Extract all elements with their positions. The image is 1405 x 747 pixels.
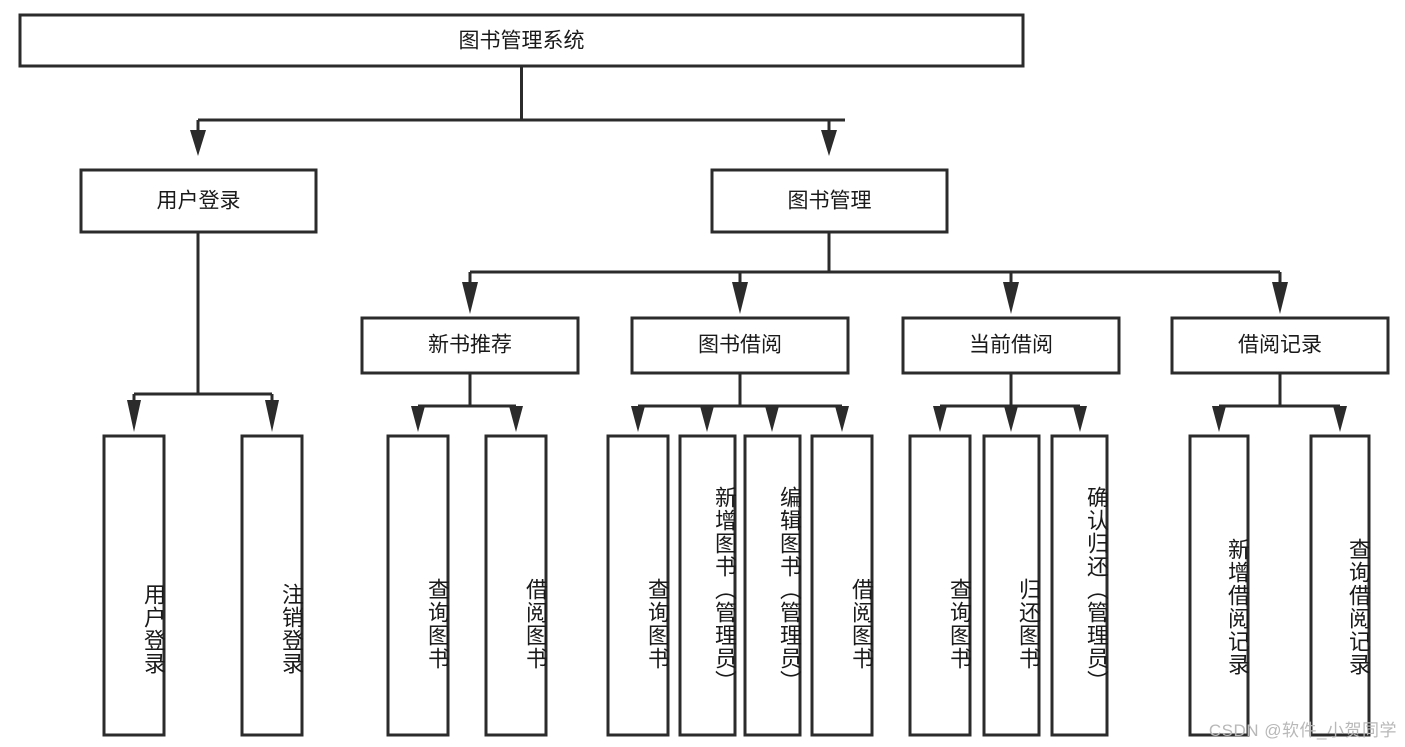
node-leaf-return-book[interactable] — [982, 434, 1041, 737]
node-new-book-recommend-label: 新书推荐 — [428, 334, 512, 357]
connector-group-user-login-to-leaves — [127, 232, 279, 432]
node-leaf-query-book-borrow[interactable] — [606, 434, 670, 737]
arrow-leaf-borrow-book-recommend — [509, 406, 523, 432]
node-leaf-query-borrow-record[interactable] — [1309, 434, 1371, 737]
node-leaf-user-login[interactable] — [102, 434, 166, 737]
node-book-management-label: 图书管理 — [788, 190, 872, 213]
connector-group-book-borrow-to-leaves — [631, 373, 849, 432]
node-borrow-record[interactable] — [1170, 316, 1390, 375]
arrow-new-book-recommend — [462, 282, 478, 314]
node-current-borrow[interactable] — [901, 316, 1121, 375]
node-leaf-confirm-return[interactable] — [1050, 434, 1109, 737]
arrow-leaf-add-book — [700, 406, 714, 432]
node-root[interactable] — [18, 13, 1025, 68]
connector-group-root-to-level2 — [190, 66, 845, 156]
arrow-leaf-query-book-borrow — [631, 406, 645, 432]
node-book-borrow[interactable] — [630, 316, 850, 375]
node-leaf-query-book-current[interactable] — [908, 434, 972, 737]
arrow-borrow-record — [1272, 282, 1288, 314]
arrow-leaf-edit-book — [765, 406, 779, 432]
node-leaf-add-borrow-record[interactable] — [1188, 434, 1250, 737]
node-leaf-logout[interactable] — [240, 434, 304, 737]
node-book-management[interactable] — [710, 168, 949, 234]
node-book-borrow-label: 图书借阅 — [698, 334, 782, 357]
arrow-leaf-add-borrow-record — [1212, 406, 1226, 432]
arrow-leaf-query-book-current — [933, 406, 947, 432]
arrow-leaf-query-borrow-record — [1333, 406, 1347, 432]
node-root-label: 图书管理系统 — [459, 30, 585, 53]
node-leaf-add-book[interactable] — [678, 434, 737, 737]
connector-group-borrow-record-to-leaves — [1212, 373, 1347, 432]
connector-group-current-borrow-to-leaves — [933, 373, 1087, 432]
arrow-leaf-confirm-return — [1073, 406, 1087, 432]
node-new-book-recommend[interactable] — [360, 316, 580, 375]
node-leaf-borrow-book-recommend[interactable] — [484, 434, 548, 737]
arrow-to-book-management — [821, 130, 837, 156]
node-current-borrow-label: 当前借阅 — [969, 334, 1053, 357]
arrow-leaf-return-book — [1004, 406, 1018, 432]
csdn-watermark: CSDN @软件_小贺同学 — [1208, 721, 1397, 740]
node-leaf-query-book-recommend[interactable] — [386, 434, 450, 737]
connector-group-book-management-to-level3 — [462, 232, 1288, 314]
arrow-leaf-borrow-book — [835, 406, 849, 432]
arrow-current-borrow — [1003, 282, 1019, 314]
node-borrow-record-label: 借阅记录 — [1238, 334, 1322, 357]
arrow-to-user-login — [190, 130, 206, 156]
arrow-leaf-user-login — [127, 400, 141, 432]
node-user-login[interactable] — [79, 168, 318, 234]
node-leaf-borrow-book[interactable] — [810, 434, 874, 737]
arrow-leaf-logout — [265, 400, 279, 432]
connector-group-new-book-recommend-to-leaves — [411, 373, 523, 432]
node-leaf-edit-book[interactable] — [743, 434, 802, 737]
node-user-login-label: 用户登录 — [157, 190, 241, 213]
arrow-leaf-query-book-recommend — [411, 406, 425, 432]
arrow-book-borrow — [732, 282, 748, 314]
